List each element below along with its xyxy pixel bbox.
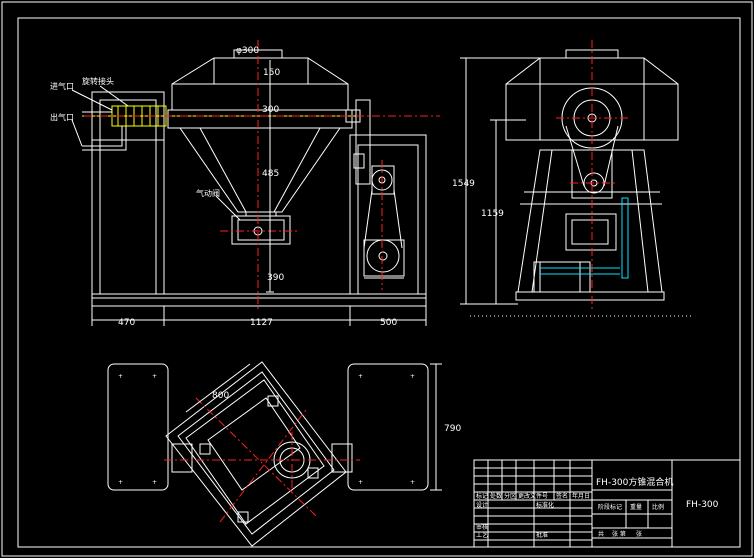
discharge-valve <box>231 215 291 245</box>
tb-zone: 分区 <box>504 492 516 500</box>
svg-text:+: + <box>358 373 363 380</box>
tb-sheets: 共 <box>598 530 604 538</box>
front-view <box>82 49 427 307</box>
tb-sign: 签名 <box>556 492 568 500</box>
tb-stage-mark: 阶段标记 <box>598 503 622 511</box>
dim-1159: 1159 <box>481 209 504 219</box>
side-view <box>505 49 679 301</box>
label-outlet: 出气口 <box>50 112 74 122</box>
vessel-band <box>167 109 353 129</box>
tb-date: 年月日 <box>572 492 590 500</box>
dim-500: 500 <box>380 318 397 328</box>
svg-text:+: + <box>118 373 123 380</box>
dim-800: 800 <box>212 391 229 401</box>
label-rotary-joint: 旋转接头 <box>82 76 114 86</box>
side-motor <box>533 261 591 293</box>
top-view <box>107 361 429 547</box>
vessel-cone <box>179 127 341 213</box>
front-centerlines <box>84 40 440 312</box>
tb-standardized: 标准化 <box>536 501 554 509</box>
tb-mark: 标记 <box>476 492 488 500</box>
svg-text:+: + <box>410 479 415 486</box>
tb-change-doc: 更改文件号 <box>518 492 548 500</box>
tb-weight: 重量 <box>630 503 642 511</box>
dim-150: 150 <box>263 68 280 78</box>
left-frame <box>91 91 165 295</box>
front-base <box>91 293 427 307</box>
front-leaders <box>71 85 241 221</box>
top-bolt-holes: + + + + + + + + <box>118 373 415 486</box>
tb-sheet-of: 张 第 <box>612 530 626 538</box>
svg-text:+: + <box>152 373 157 380</box>
top-centerlines <box>164 397 360 523</box>
tb-scale: 比例 <box>652 503 664 511</box>
tb-designer: 设计 <box>476 501 488 509</box>
tb-approved: 批准 <box>536 531 548 539</box>
dim-485: 485 <box>262 169 279 179</box>
dim-790: 790 <box>444 424 461 434</box>
svg-text:+: + <box>358 479 363 486</box>
motor-pulley <box>366 239 400 273</box>
top-right-frame <box>347 363 429 491</box>
right-frame <box>349 134 427 295</box>
side-cyan-parts <box>540 197 629 279</box>
front-vertical-dims <box>266 60 274 293</box>
top-left-frame <box>107 363 169 491</box>
tb-process: 工艺 <box>476 531 488 539</box>
top-dims <box>185 363 442 491</box>
tb-count: 处数 <box>490 492 502 500</box>
dim-300: 300 <box>262 105 279 115</box>
drawing-title: FH-300方锥混合机 <box>596 476 673 488</box>
label-valve: 气动阀 <box>196 188 220 198</box>
tb-sheet-unit: 张 <box>636 530 642 538</box>
title-block <box>473 459 741 548</box>
drive-gear <box>355 99 371 185</box>
svg-text:+: + <box>118 479 123 486</box>
dim-1549: 1549 <box>452 179 475 189</box>
side-vertical-dims <box>460 57 692 317</box>
inner-frame <box>17 17 741 548</box>
label-inlet: 进气口 <box>50 81 74 91</box>
svg-text:+: + <box>152 479 157 486</box>
side-centerlines <box>556 40 630 312</box>
side-base <box>515 291 665 301</box>
dim-top-diameter: φ300 <box>236 46 259 56</box>
dim-390: 390 <box>267 273 284 283</box>
svg-text:+: + <box>410 373 415 380</box>
drawing-code: FH-300 <box>686 500 719 510</box>
front-horizontal-dims <box>91 306 427 326</box>
tb-reviewer: 审核 <box>476 523 488 531</box>
top-vessel-outer <box>165 361 347 547</box>
motor <box>363 239 405 277</box>
dim-470: 470 <box>118 318 135 328</box>
dim-1127: 1127 <box>250 318 273 328</box>
